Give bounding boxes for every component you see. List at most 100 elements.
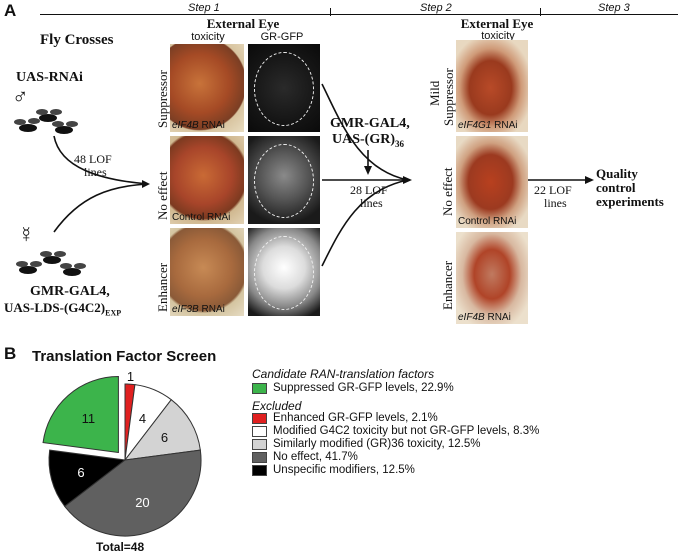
gmr-mid-subscript: 36 (395, 138, 404, 149)
caption2-gene-1: eIF4G1 (458, 120, 492, 131)
pie-slice-value-label: 6 (161, 430, 168, 445)
legend-swatch (252, 464, 267, 476)
step-divider-2 (540, 8, 541, 16)
legend-label: No effect, 41.7% (273, 451, 358, 463)
pie-slice-value-label: 20 (135, 495, 149, 510)
grgfp-image-enhancer (248, 228, 320, 316)
fly-crosses-title: Fly Crosses (40, 32, 114, 48)
step-2-line (330, 14, 540, 15)
lof48-label-1: 48 LOF (74, 152, 112, 166)
row-label-enhancer-1: Enhancer (155, 262, 170, 312)
panel-a-letter: A (4, 1, 17, 20)
gmr-left-subscript: EXP (105, 308, 122, 318)
step-3-label: Step 3 (598, 2, 630, 14)
legend-item: Suppressed GR-GFP levels, 22.9% (252, 382, 454, 394)
eye-image-noeffect: Control RNAi (170, 136, 244, 224)
legend-swatch (252, 451, 267, 463)
panel-b-title: Translation Factor Screen (32, 348, 217, 365)
legend-item: Enhanced GR-GFP levels, 2.1% (252, 412, 438, 424)
row-label-enhancer-2: Enhancer (440, 260, 455, 310)
gmr-mid-line2: UAS-(GR)36 (332, 132, 404, 149)
step-3-line (540, 14, 678, 15)
step-1-line (40, 14, 330, 15)
ext-eye-header-2: External Eye (460, 16, 534, 31)
grgfp-ring-3 (254, 236, 314, 310)
eye-caption-noeffect: Control RNAi (172, 212, 230, 223)
legend-excluded-header: Excluded (252, 399, 302, 413)
grgfp-ring-2 (254, 144, 314, 218)
legend-label: Enhanced GR-GFP levels, 2.1% (273, 412, 438, 424)
legend-item: Unspecific modifiers, 12.5% (252, 464, 415, 476)
caption-gene-1: eIF4B (172, 120, 199, 131)
row-label-suppressor-2: Suppressor (441, 68, 456, 126)
quality-line1: Quality (596, 166, 638, 181)
step1-converging-arrows (53, 83, 594, 267)
eye2-image-mild-suppressor: eIF4G1 RNAi (456, 40, 528, 132)
pie-slice-value-label: 6 (77, 465, 84, 480)
ext-eye-header-1: External Eye (206, 16, 280, 31)
caption-rest-1: RNAi (198, 120, 225, 131)
pie-slice (64, 449, 202, 537)
row-label-noeffect-2: No effect (440, 167, 455, 216)
eye-caption-enhancer: eIF3B RNAi (172, 304, 225, 315)
gmr-mid-line1: GMR-GAL4, (330, 116, 410, 131)
legend-candidate-header: Candidate RAN-translation factors (252, 367, 435, 381)
eye2-image-enhancer: eIF4B RNAi (456, 232, 528, 324)
eye-caption-suppressor: eIF4B RNAi (172, 120, 225, 131)
legend-swatch (252, 412, 267, 424)
eye2-caption-enhancer: eIF4B RNAi (458, 312, 511, 323)
caption2-rest-2: Control RNAi (458, 216, 517, 227)
eye-image-enhancer: eIF3B RNAi (170, 228, 244, 316)
eye2-caption-noeffect: Control RNAi (458, 216, 516, 227)
eye2-image-noeffect: Control RNAi (456, 136, 528, 228)
eye-image-suppressor: eIF4B RNAi (170, 44, 244, 132)
legend-swatch (252, 438, 267, 450)
legend-label: Suppressed GR-GFP levels, 22.9% (273, 382, 454, 394)
uas-rnai-label: UAS-RNAi (16, 70, 83, 85)
legend-item: Similarly modified (GR)36 toxicity, 12.5… (252, 438, 481, 450)
gmr-left-line1: GMR-GAL4, (30, 284, 110, 299)
pie-slice-value-label: 11 (82, 411, 96, 426)
caption-rest-3: RNAi (198, 304, 225, 315)
legend-item: No effect, 41.7% (252, 451, 358, 463)
pie-slice-value-label: 1 (127, 369, 134, 384)
female-symbol: ☿ (18, 222, 35, 247)
caption2-gene-3: eIF4B (458, 312, 485, 323)
quality-line3: experiments (596, 194, 664, 209)
gmr-left-line2: UAS-LDS-(G4C2)EXP (4, 300, 121, 318)
female-flies-image (16, 251, 86, 276)
lof22-label-1: 22 LOF (534, 183, 572, 197)
pie-slice-value-label: 4 (139, 411, 146, 426)
gmr-left-construct: UAS-LDS-(G4C2) (4, 300, 106, 315)
legend-label: Modified G4C2 toxicity but not GR-GFP le… (273, 425, 540, 437)
gmr-mid-construct: UAS-(GR) (332, 132, 395, 147)
lof28-label-1: 28 LOF (350, 183, 388, 197)
legend-swatch (252, 382, 267, 394)
row-label-noeffect-1: No effect (155, 171, 170, 220)
pie-slice (42, 375, 119, 454)
step-2-label: Step 2 (420, 2, 452, 14)
toxicity-header-1: toxicity (191, 31, 225, 43)
legend-label: Unspecific modifiers, 12.5% (273, 464, 415, 476)
row-label-suppressor-1: Suppressor (155, 70, 170, 128)
panel-b-letter: B (4, 344, 17, 363)
pie-total-label: Total=48 (96, 540, 145, 554)
grgfp-image-suppressor (248, 44, 320, 132)
legend-label: Similarly modified (GR)36 toxicity, 12.5… (273, 438, 481, 450)
caption2-rest-1: RNAi (491, 120, 518, 131)
caption-gene-3: eIF3B (172, 304, 199, 315)
pie-slice (123, 399, 201, 461)
grgfp-image-noeffect (248, 136, 320, 224)
eye2-caption-mild: eIF4G1 RNAi (458, 120, 517, 131)
lof22-label-2: lines (544, 196, 567, 210)
male-flies-image (14, 109, 78, 134)
lof28-label-2: lines (360, 196, 383, 210)
caption2-rest-3: RNAi (484, 312, 511, 323)
quality-line2: control (596, 180, 636, 195)
legend-item: Modified G4C2 toxicity but not GR-GFP le… (252, 425, 539, 437)
toxicity-header-2: toxicity (481, 30, 515, 42)
male-symbol: ♂ (12, 84, 29, 109)
grgfp-ring-1 (254, 52, 314, 126)
caption-rest-2: Control RNAi (172, 212, 231, 223)
